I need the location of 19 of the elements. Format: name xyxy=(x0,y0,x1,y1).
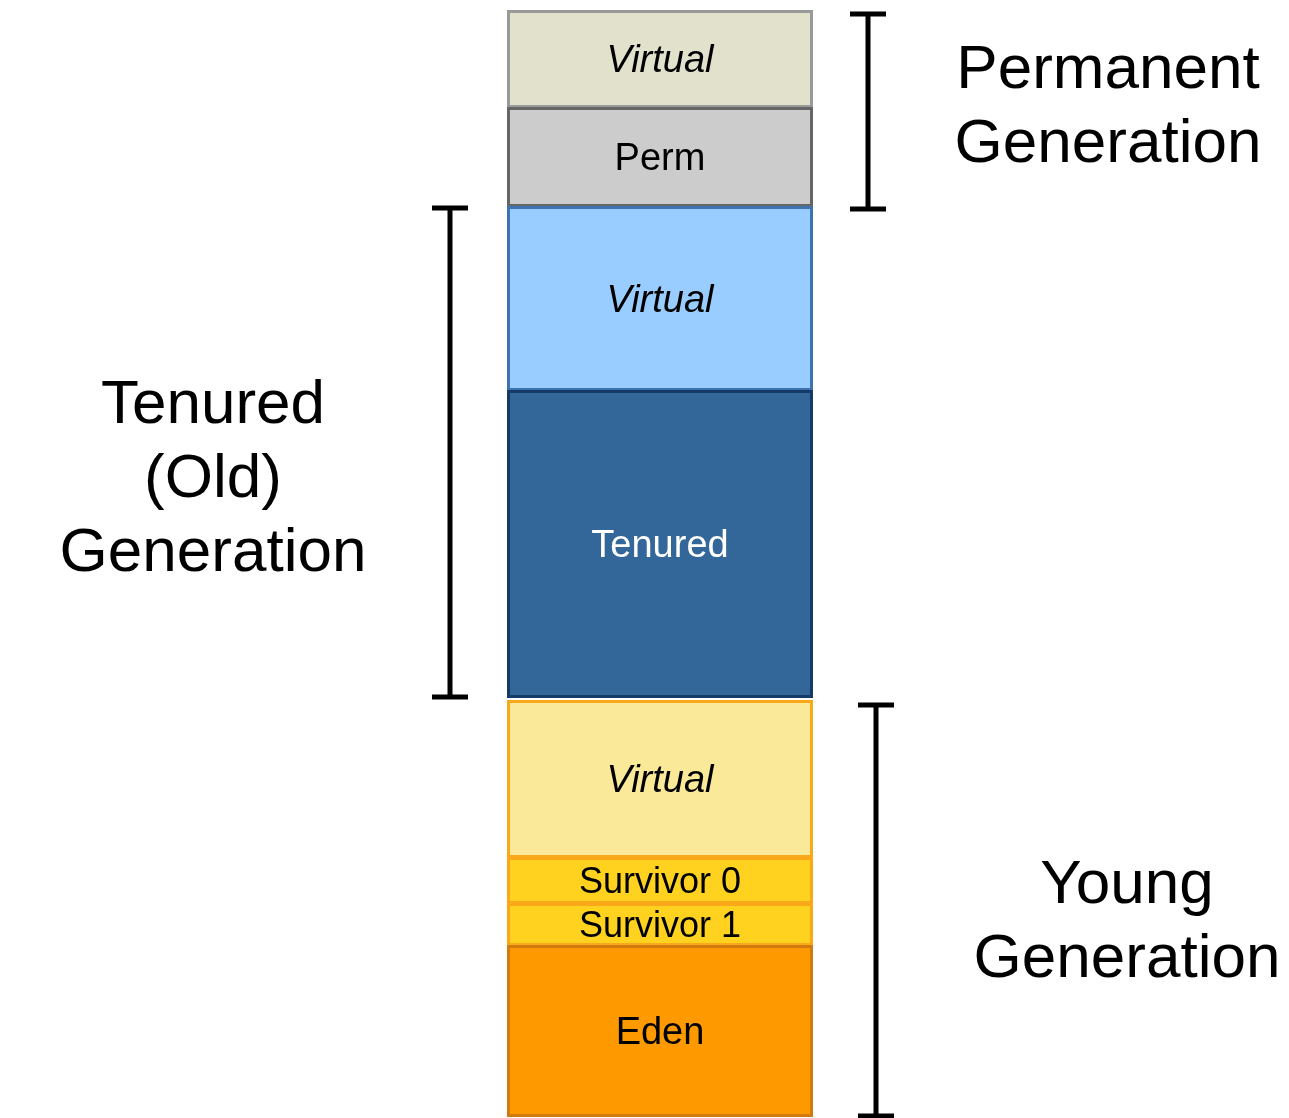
memory-segment xyxy=(507,390,813,698)
memory-segment xyxy=(507,107,813,207)
segment-label: Survivor 0 xyxy=(578,862,742,899)
memory-segment xyxy=(507,945,813,1117)
memory-segment xyxy=(507,857,813,904)
memory-segment xyxy=(507,10,813,108)
memory-segment xyxy=(507,206,813,391)
memory-segment xyxy=(507,903,813,946)
generation-label: Young Generation xyxy=(972,846,1282,992)
segment-label: Survivor 1 xyxy=(578,906,742,943)
memory-segment xyxy=(507,700,813,858)
segment-label: Tenured xyxy=(591,525,729,563)
generation-label: Permanent Generation xyxy=(953,31,1263,177)
segment-label: Virtual xyxy=(606,40,714,78)
segment-label: Virtual xyxy=(606,760,714,798)
segment-label: Perm xyxy=(614,138,706,176)
segment-label: Virtual xyxy=(606,279,714,318)
segment-label: Eden xyxy=(615,1012,705,1050)
generation-label: Tenured (Old) Generation xyxy=(58,366,368,586)
